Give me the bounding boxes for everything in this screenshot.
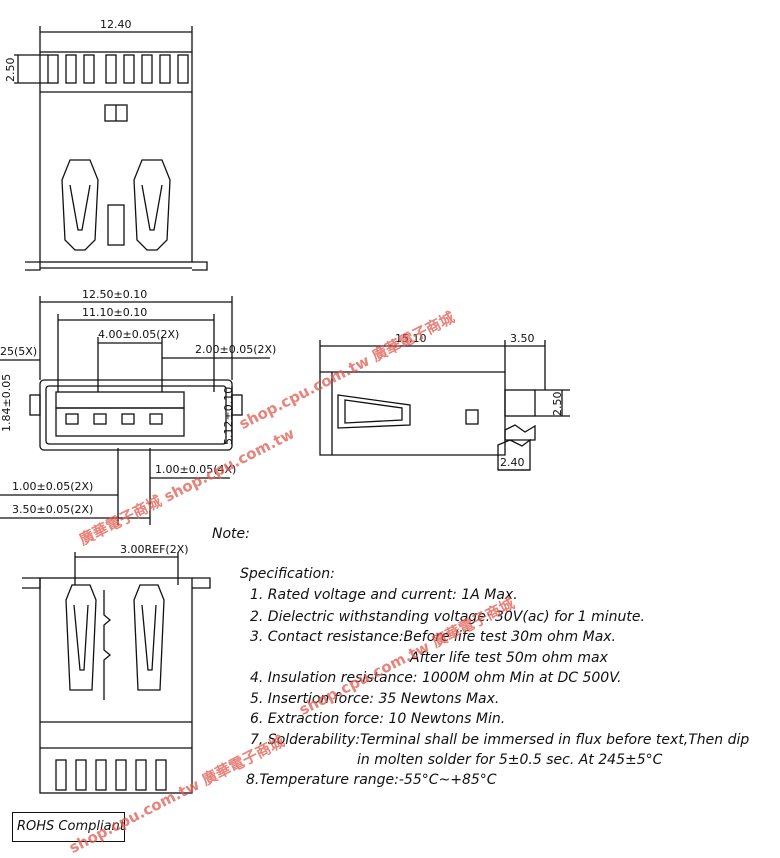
front-dim-left-25: 25(5X) bbox=[0, 345, 37, 358]
front-dim-outer: 12.50±0.10 bbox=[82, 288, 147, 301]
side-dim-length: 15.10 bbox=[395, 332, 427, 345]
front-dim-inner: 11.10±0.10 bbox=[82, 306, 147, 319]
side-view bbox=[319, 340, 570, 471]
spec-line-7b: in molten solder for 5±0.5 sec. At 245±5… bbox=[357, 752, 663, 768]
front-dim-pitch-4: 4.00±0.05(2X) bbox=[98, 328, 179, 341]
spec-line-4: 4. Insulation resistance: 1000M ohm Min … bbox=[250, 670, 622, 686]
side-dim-tail: 3.50 bbox=[510, 332, 535, 345]
side-dim-height: 2.50 bbox=[551, 392, 564, 417]
front-dim-right-vert: 5.12±0.10 bbox=[222, 387, 235, 445]
front-dim-left-vert: 1.84±0.05 bbox=[0, 374, 13, 432]
spec-heading: Specification: bbox=[240, 566, 335, 582]
bottom-dim-ref: 3.00REF(2X) bbox=[120, 543, 189, 556]
front-view bbox=[0, 296, 270, 525]
spec-line-6: 6. Extraction force: 10 Newtons Min. bbox=[250, 711, 506, 727]
rohs-badge: ROHS Compliant bbox=[12, 812, 125, 842]
top-dim-width: 12.40 bbox=[100, 18, 132, 31]
top-view bbox=[14, 26, 208, 271]
note-label: Note: bbox=[212, 526, 250, 542]
front-dim-bot-2: 3.50±0.05(2X) bbox=[12, 503, 93, 516]
bottom-view bbox=[22, 552, 211, 794]
spec-line-8: 8.Temperature range:-55°C~+85°C bbox=[246, 772, 497, 788]
top-dim-height: 2.50 bbox=[4, 58, 17, 83]
spec-line-2: 2. Dielectric withstanding voltage: 30V(… bbox=[250, 609, 645, 625]
front-dim-pitch-2: 2.00±0.05(2X) bbox=[195, 343, 276, 356]
spec-line-3b: After life test 50m ohm max bbox=[410, 650, 608, 666]
front-dim-bot-1: 1.00±0.05(2X) bbox=[12, 480, 93, 493]
side-dim-bottom: 2.40 bbox=[500, 456, 525, 469]
spec-line-5: 5. Insertion force: 35 Newtons Max. bbox=[250, 691, 500, 707]
spec-line-3: 3. Contact resistance:Before life test 3… bbox=[250, 629, 617, 645]
rohs-label: ROHS Compliant bbox=[17, 819, 125, 834]
spec-line-7: 7. Solderability:Terminal shall be immer… bbox=[250, 732, 750, 748]
spec-line-1: 1. Rated voltage and current: 1A Max. bbox=[250, 587, 518, 603]
front-dim-pin-1: 1.00±0.05(4X) bbox=[155, 463, 236, 476]
